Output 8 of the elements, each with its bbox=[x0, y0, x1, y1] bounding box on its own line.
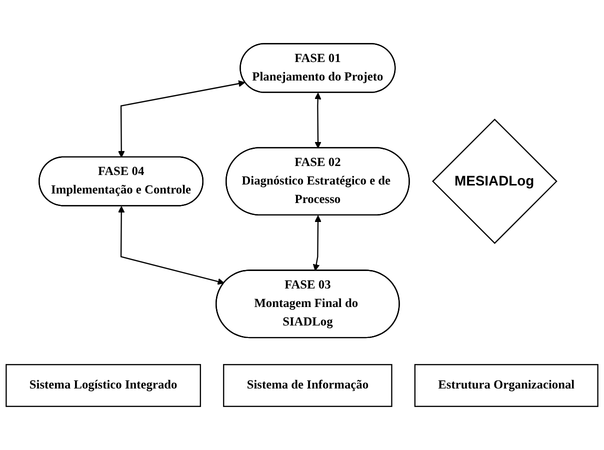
node-diamond: MESIADLog bbox=[432, 118, 558, 244]
node-box: Estrutura Organizacional bbox=[414, 364, 598, 407]
node-box: Sistema de Informação bbox=[223, 364, 392, 407]
arrow bbox=[118, 206, 224, 285]
arrow bbox=[118, 80, 246, 158]
arrow bbox=[312, 215, 322, 271]
node-box: Sistema Logístico Integrado bbox=[6, 364, 201, 407]
arrow bbox=[314, 92, 322, 148]
